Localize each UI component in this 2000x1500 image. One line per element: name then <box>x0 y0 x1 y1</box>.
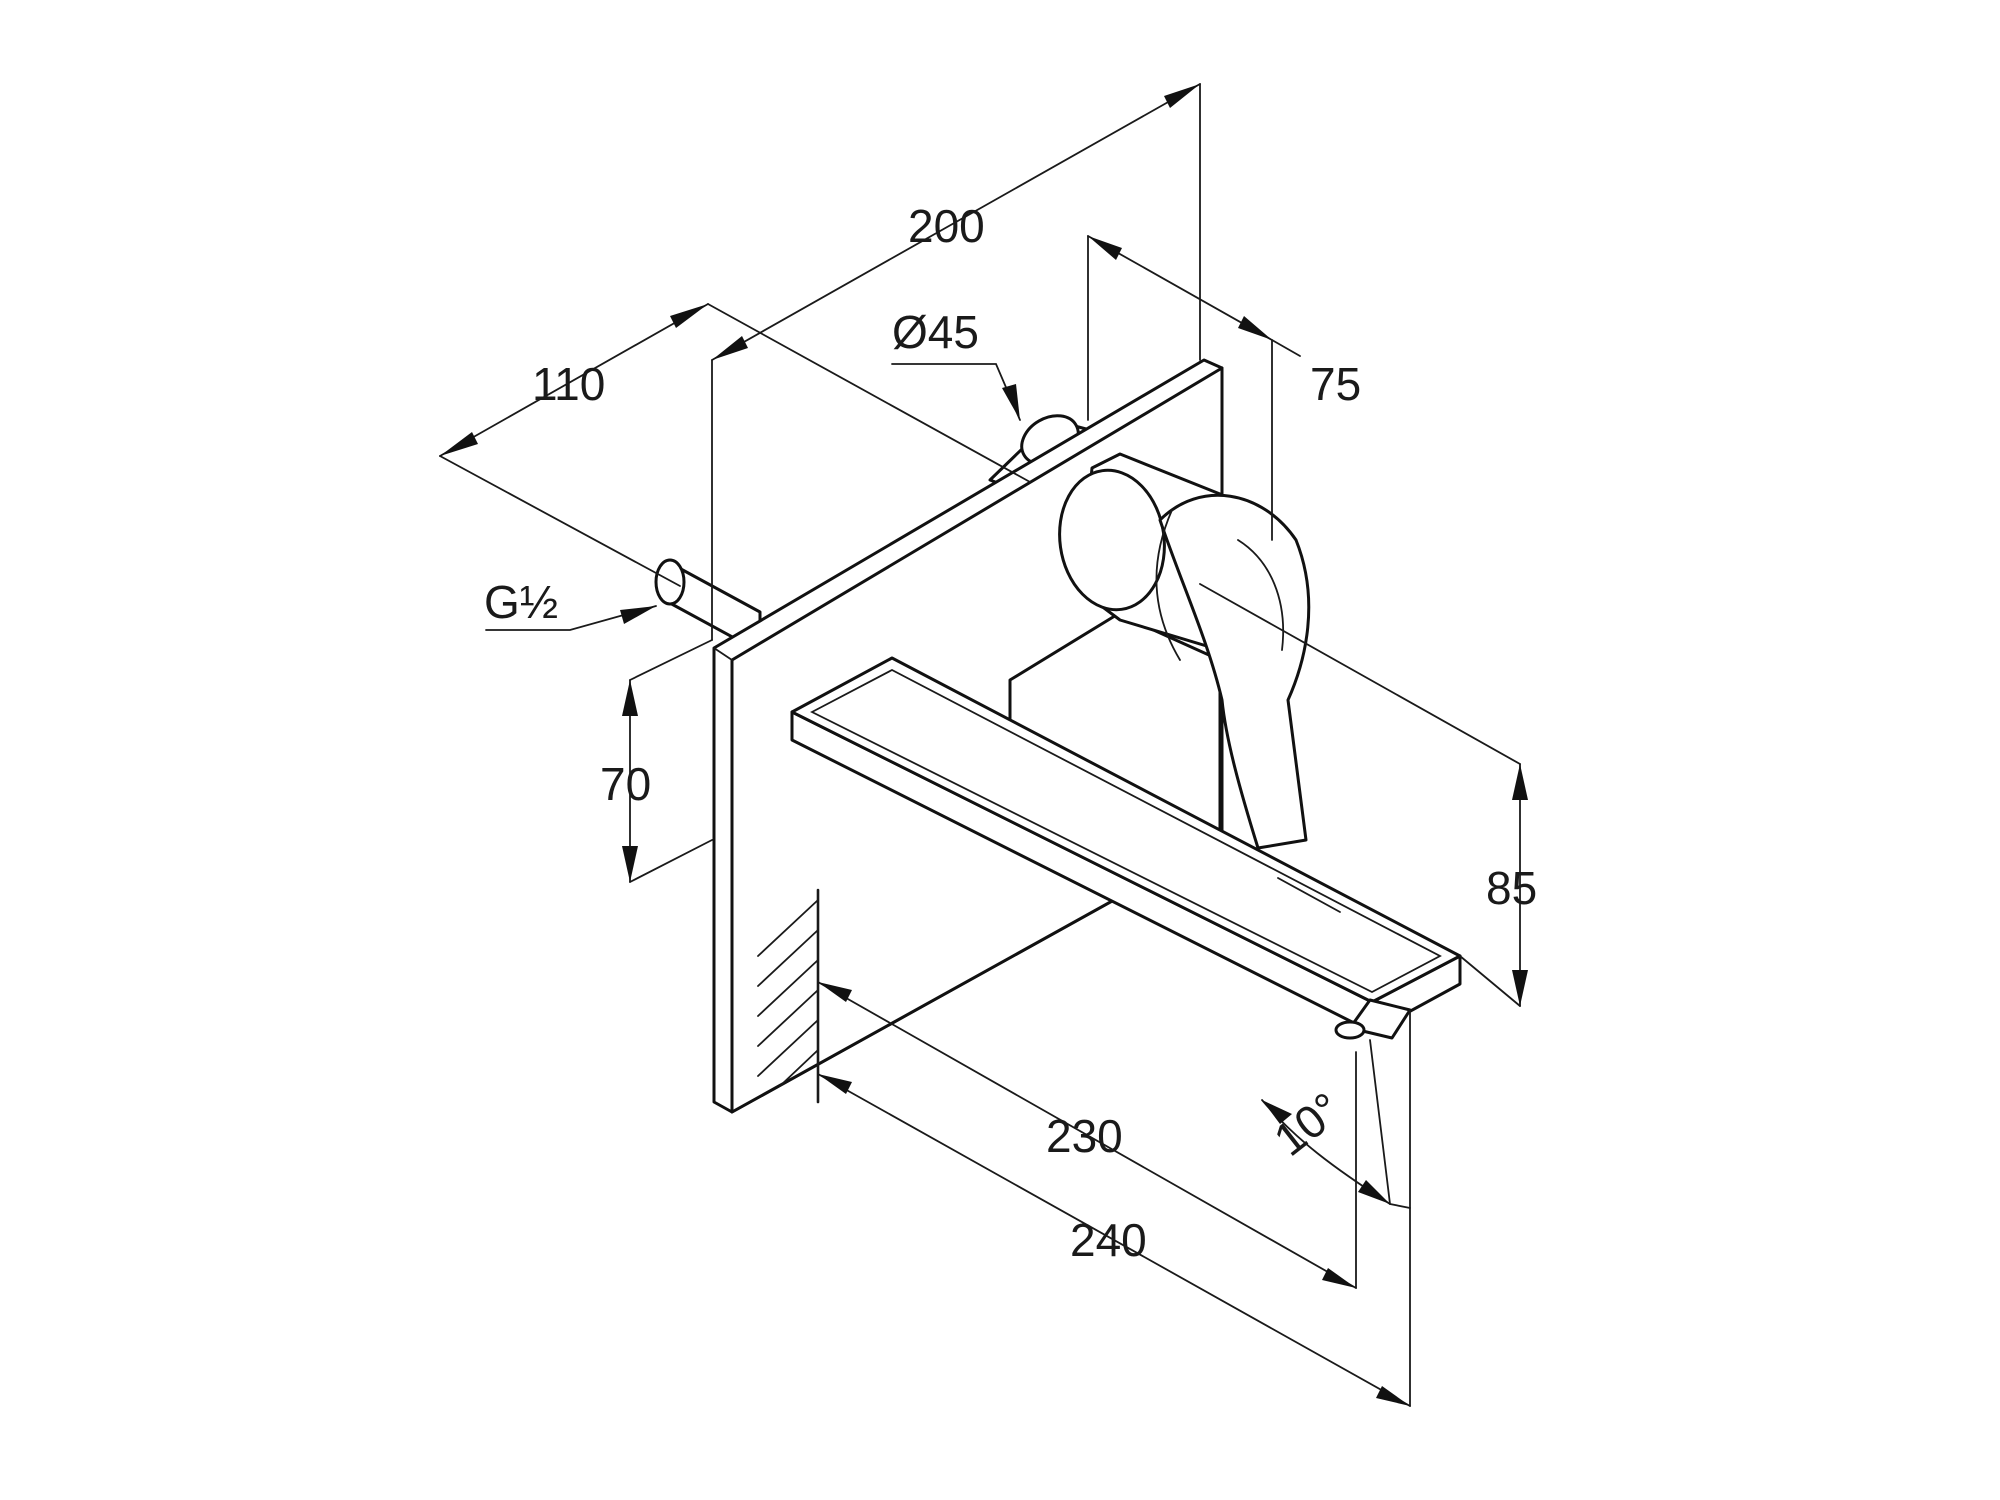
arrow-head <box>1088 236 1122 260</box>
arrow-head <box>1512 970 1528 1006</box>
dimension-75-label: 75 <box>1310 358 1361 410</box>
arrow-head <box>440 432 478 456</box>
arrow-head <box>712 336 748 360</box>
dimension-rosette-diameter: Ø45 <box>891 306 1021 421</box>
mixer-handle <box>1058 452 1311 850</box>
rosette-diameter-label: Ø45 <box>892 306 979 358</box>
arrow-head <box>1358 1180 1390 1204</box>
dimension-spout-angle: 10° <box>1261 1039 1411 1209</box>
arrow-head <box>1238 316 1272 340</box>
arrow-head <box>622 680 638 716</box>
arrow-head <box>1262 1100 1292 1124</box>
dimension-240: 240 <box>817 1009 1411 1407</box>
arrow-head <box>1512 764 1528 800</box>
dimension-70: 70 <box>600 639 713 883</box>
dimension-75: 75 <box>1087 235 1361 541</box>
dimension-thread: G½ <box>484 576 657 631</box>
dimension-230: 230 <box>817 981 1357 1289</box>
dimension-110-label: 110 <box>532 358 605 410</box>
arrow-head <box>1164 84 1200 108</box>
arrow-head <box>818 982 852 1002</box>
arrow-head <box>1002 384 1020 420</box>
arrow-head <box>818 1074 852 1094</box>
arrow-head <box>1376 1386 1410 1406</box>
faucet-assembly <box>654 358 1462 1114</box>
inlet-pipe <box>654 558 762 654</box>
arrow-head <box>622 846 638 882</box>
dimension-240-label: 240 <box>1070 1214 1147 1266</box>
dimension-110: 110 <box>439 303 1031 587</box>
thread-label: G½ <box>484 576 558 628</box>
dimension-85: 85 <box>1199 583 1537 1007</box>
arrow-head <box>620 606 656 624</box>
wall-hatch <box>757 888 820 1104</box>
dimension-200: 200 <box>711 83 1201 641</box>
dimension-85-label: 85 <box>1486 862 1537 914</box>
dimension-200-label: 200 <box>908 200 985 252</box>
arrow-head <box>670 304 708 328</box>
spout-angle-label: 10° <box>1264 1082 1351 1166</box>
arrow-head <box>1322 1268 1356 1288</box>
dimension-230-label: 230 <box>1046 1110 1123 1162</box>
spout <box>790 656 1462 1040</box>
dimension-70-label: 70 <box>600 758 651 810</box>
